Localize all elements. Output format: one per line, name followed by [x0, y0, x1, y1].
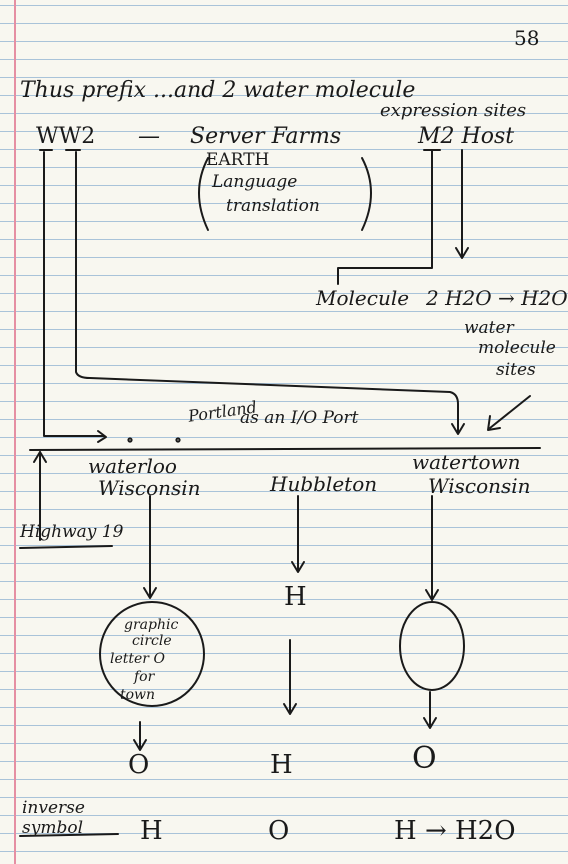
sites-label: sites [496, 360, 536, 380]
molecule-label: Molecule [316, 286, 410, 310]
inverse-o: O [268, 816, 290, 846]
arrow-head [133, 739, 147, 751]
m2-line [337, 149, 433, 285]
circle-text-3: letter O [110, 651, 165, 667]
hubbleton-label: Hubbleton [270, 472, 378, 496]
paren-left [198, 157, 209, 231]
margin-line [14, 0, 16, 864]
translation-label: translation [226, 196, 320, 216]
dash: — [138, 124, 160, 149]
o-right: O [412, 741, 437, 776]
io-port-label: as an I/O Port [240, 408, 359, 428]
inverse-h: H [140, 816, 163, 846]
dot [175, 437, 181, 443]
inverse-label: inverse [22, 798, 85, 818]
arrow-head [423, 717, 437, 729]
arrow-head [143, 587, 157, 599]
page-number: 58 [514, 26, 540, 50]
ww2-label: WW2 [36, 124, 96, 149]
language-label: Language [212, 172, 298, 192]
divider-line [29, 447, 541, 451]
arrow-head [487, 415, 501, 431]
arrow-head [451, 423, 465, 435]
arrow-head [283, 703, 297, 715]
symbol-label: symbol [22, 818, 84, 838]
paren-right [361, 157, 372, 231]
ww2-left-line [43, 151, 105, 437]
inverse-underline [19, 833, 119, 837]
server-farms-label: Server Farms [190, 124, 342, 149]
wisconsin-label-2: Wisconsin [428, 474, 531, 498]
watertown-circle [399, 601, 465, 691]
arrow-head [455, 247, 469, 259]
dot [127, 437, 133, 443]
arrow-head [97, 430, 107, 443]
m2-host-label: M2 Host [418, 124, 515, 149]
o-left: O [128, 750, 150, 780]
watertown-label: watertown [412, 450, 521, 474]
arrow-head [425, 589, 439, 601]
circle-text-5: town [120, 687, 156, 703]
h2o-equation: 2 H2O → H2O [426, 286, 568, 310]
sites-arrow [489, 395, 531, 429]
water-label: water [464, 318, 514, 338]
heading-line: Thus prefix ...and 2 water molecule [20, 78, 416, 103]
molecule-sub-label: molecule [478, 338, 556, 358]
arrow-head [33, 451, 47, 463]
heading-line-2: expression sites [380, 100, 527, 121]
ww2-right-line [75, 151, 459, 433]
waterloo-label: waterloo [88, 454, 177, 478]
highway-underline [19, 545, 113, 549]
circle-text-1: graphic [124, 617, 179, 633]
inverse-equation: H → H2O [394, 816, 516, 846]
circle-text-2: circle [132, 633, 172, 649]
h-mid: H [284, 582, 307, 612]
h-center: H [270, 750, 293, 780]
earth-label: EARTH [206, 150, 270, 170]
wisconsin-label-1: Wisconsin [98, 476, 201, 500]
highway-label: Highway 19 [20, 522, 124, 542]
arrow-head [291, 561, 305, 573]
circle-text-4: for [134, 669, 155, 685]
graphic-circle [99, 601, 205, 707]
